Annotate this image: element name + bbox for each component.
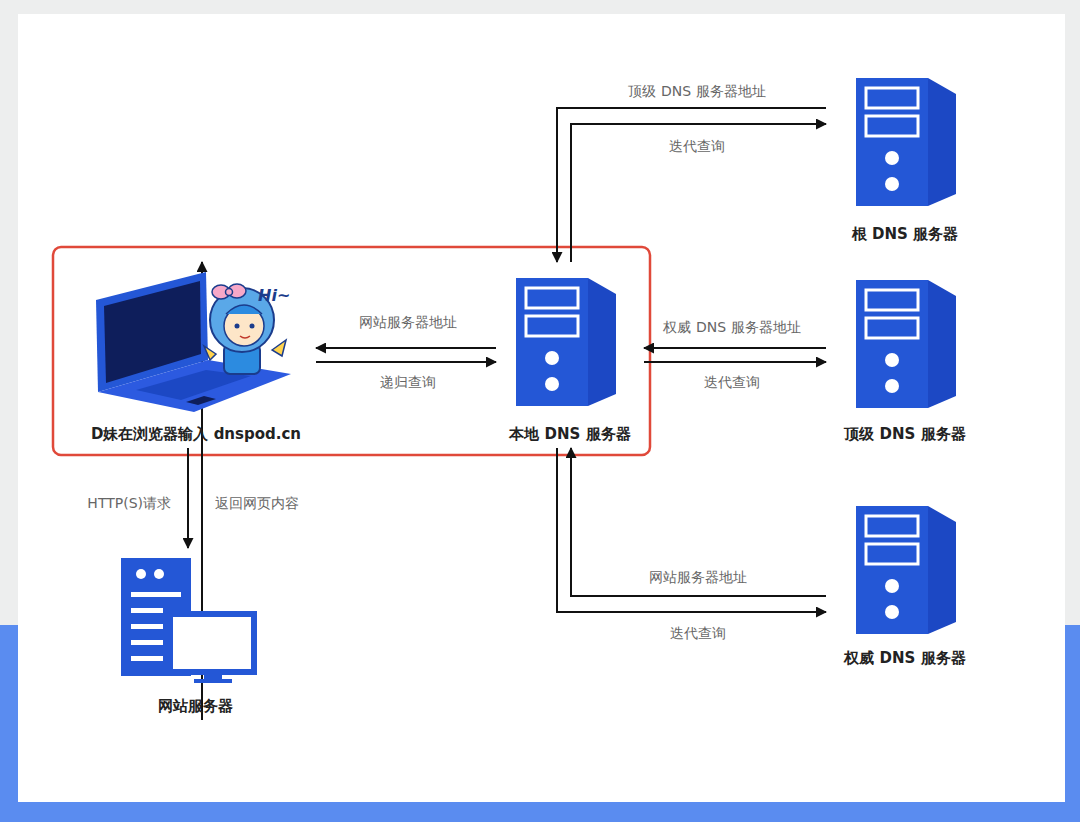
node-label: 网站服务器 — [106, 697, 284, 716]
arrow-connector — [557, 448, 826, 612]
arrow-connector — [644, 347, 826, 349]
edge-label: 权威 DNS 服务器地址 — [660, 318, 803, 336]
arrow-connector — [316, 347, 496, 349]
arrow-connector — [571, 124, 826, 262]
edge-label: 网站服务器地址 — [356, 313, 460, 331]
node-label: 顶级 DNS 服务器 — [826, 425, 984, 444]
arrow-connector — [187, 448, 189, 548]
server-node: 顶级 DNS 服务器 — [826, 270, 984, 448]
white-card — [18, 14, 1065, 802]
edge-label: 迭代查询 — [667, 624, 729, 642]
arrow-connector — [316, 361, 496, 363]
node-icon — [826, 270, 976, 448]
node-label: D妹在浏览器输入 dnspod.cn — [76, 425, 316, 444]
arrow-connector — [557, 108, 826, 262]
server-node: 本地 DNS 服务器 — [496, 262, 644, 448]
edge-label: HTTP(S)请求 — [84, 494, 174, 512]
server-node: 根 DNS 服务器 — [826, 68, 984, 248]
node-icon — [826, 496, 976, 672]
node-label: 根 DNS 服务器 — [826, 225, 984, 244]
server-node: 权威 DNS 服务器 — [826, 496, 984, 672]
edge-label: 顶级 DNS 服务器地址 — [625, 82, 768, 100]
node-icon — [106, 548, 276, 720]
arrow-connector — [644, 361, 826, 363]
edge-label: 递归查询 — [377, 373, 439, 391]
greeting-text: Hi~ — [258, 286, 290, 305]
node-icon — [496, 262, 636, 448]
edge-label: 网站服务器地址 — [646, 568, 750, 586]
node-label: 权威 DNS 服务器 — [826, 649, 984, 668]
edge-label: 迭代查询 — [666, 137, 728, 155]
node-icon — [826, 68, 976, 248]
edge-label: 迭代查询 — [701, 373, 763, 391]
arrow-connector — [571, 448, 826, 596]
node-label: 本地 DNS 服务器 — [496, 425, 644, 444]
highlight-frame — [53, 247, 650, 455]
edge-label: 返回网页内容 — [212, 494, 302, 512]
web-server-node: 网站服务器 — [106, 548, 284, 720]
